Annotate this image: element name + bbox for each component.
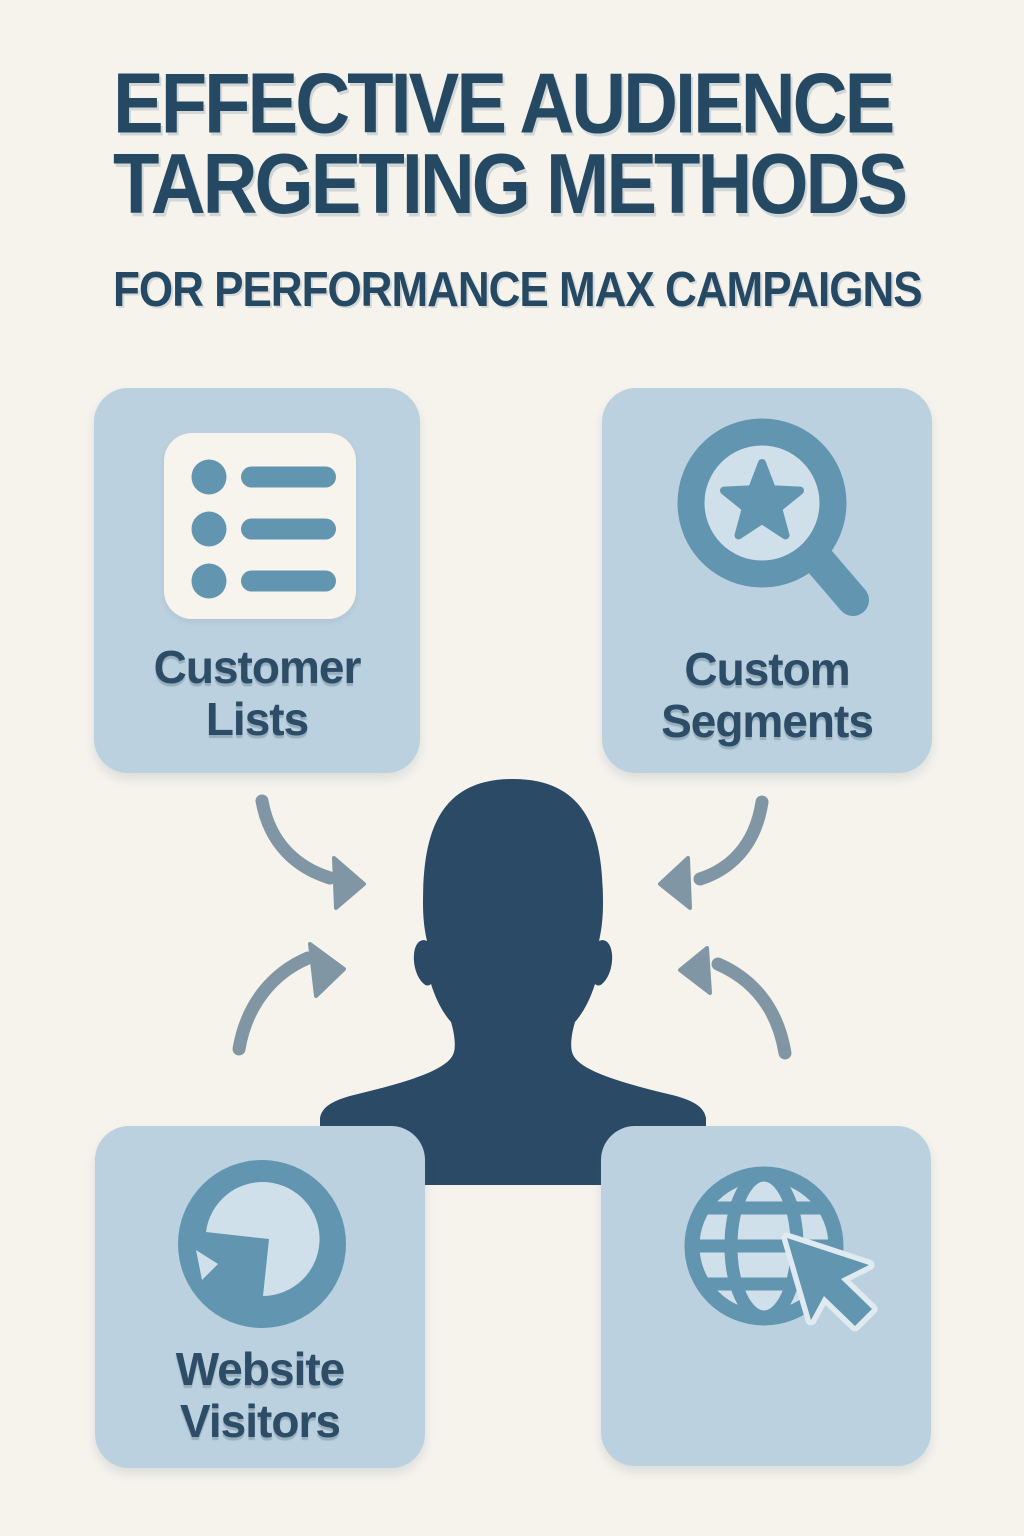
star-icon: [720, 459, 804, 540]
search-star-icon: [677, 418, 869, 616]
subtitle: FOR PERFORMANCE MAX CAMPAIGNS: [113, 262, 923, 318]
card-label-custom-segments: Custom Segments: [661, 643, 874, 747]
title-line-2: TARGETING METHODS: [113, 136, 908, 232]
person-silhouette-icon: [320, 779, 706, 1185]
checklist-icon: [191, 459, 336, 599]
title-line-1: EFFECTIVE AUDIENCE: [113, 56, 895, 152]
card-customer-lists: Customer Lists: [94, 388, 420, 773]
card-label-website-visitors: Website Visitors: [175, 1343, 346, 1447]
globe-cursor-icon: [684, 1166, 878, 1332]
card-label-customer-lists: Customer Lists: [153, 641, 362, 745]
card-website-visitors: Website Visitors: [95, 1126, 425, 1468]
arrow-bottom-right-icon: [678, 946, 792, 1060]
card-custom-segments: Custom Segments: [602, 388, 932, 773]
arrow-top-right-icon: [658, 795, 769, 910]
header: EFFECTIVE AUDIENCE TARGETING METHODS FOR…: [113, 56, 973, 318]
checklist-icon-tile: [164, 433, 356, 619]
card-globe-click: [601, 1126, 931, 1466]
arrow-bottom-left-icon: [232, 942, 346, 1056]
pie-chart-icon: [178, 1160, 346, 1328]
cursor-icon: [781, 1232, 878, 1332]
arrow-top-left-icon: [255, 794, 366, 910]
